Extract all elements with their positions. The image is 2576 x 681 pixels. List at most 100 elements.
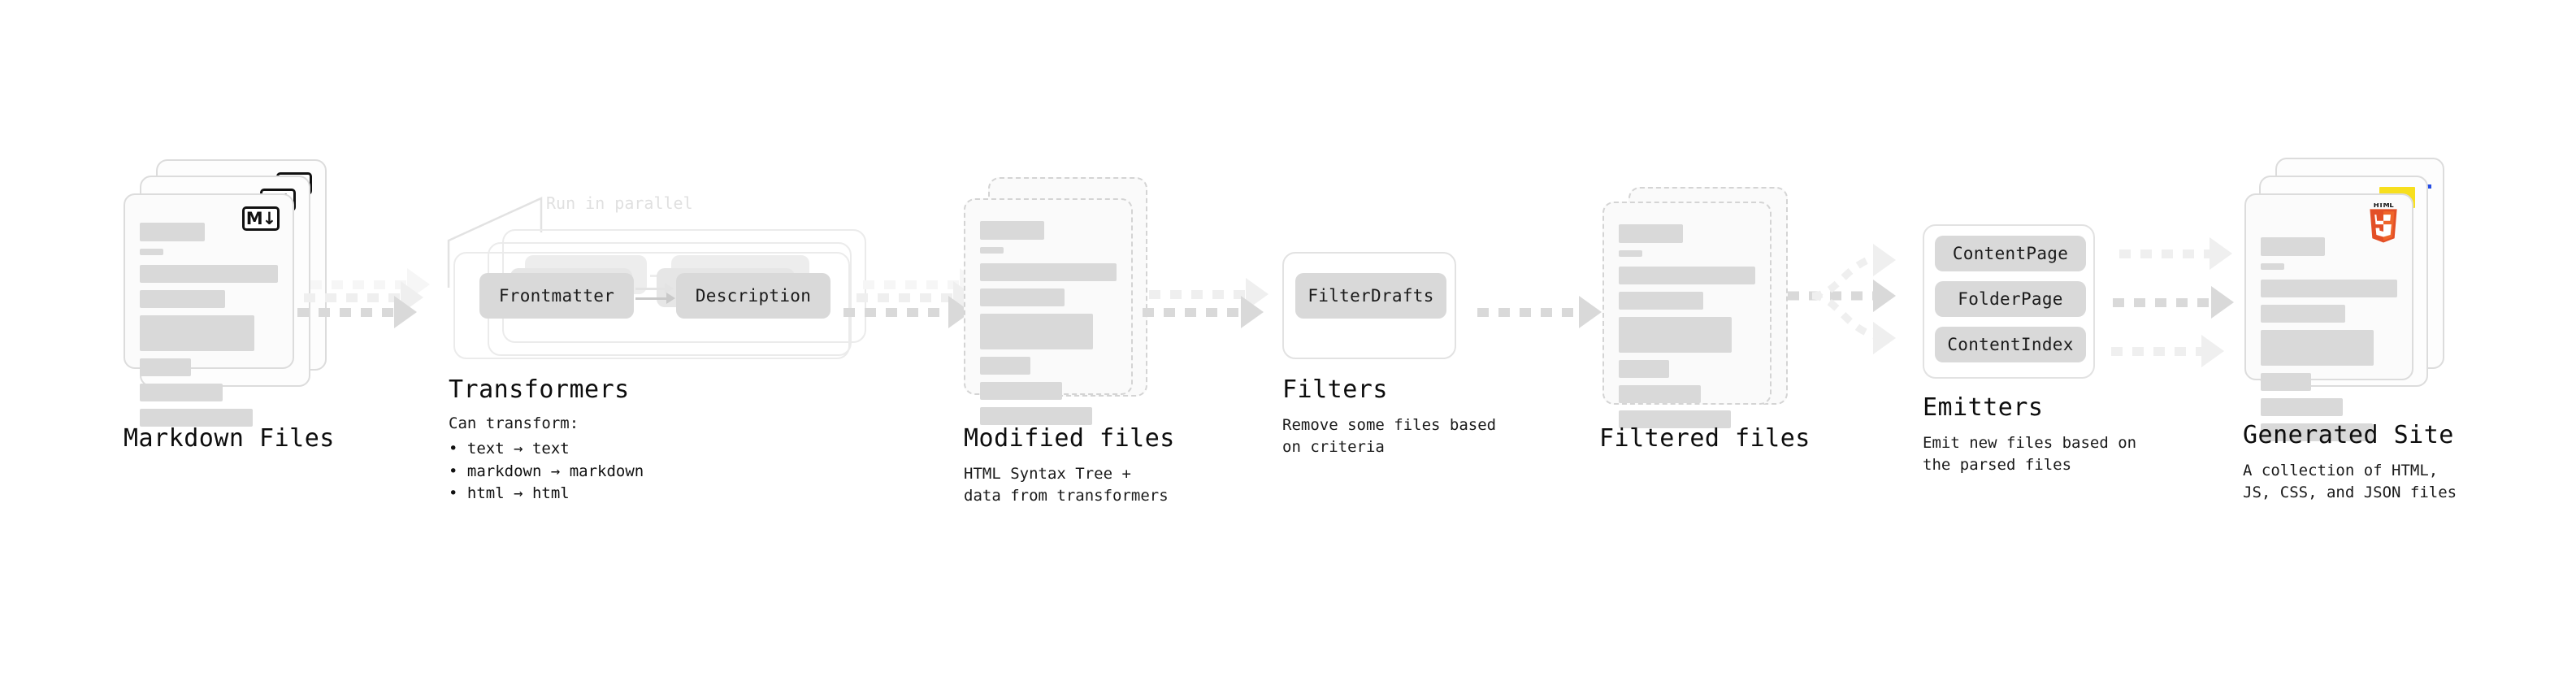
content-line bbox=[2261, 305, 2346, 323]
arrow-shaft bbox=[843, 307, 949, 317]
filtered-card-front[interactable] bbox=[1602, 202, 1772, 428]
transformers-bullets: • text → text • markdown → markdown • ht… bbox=[449, 438, 644, 505]
content-line bbox=[980, 382, 1062, 400]
transformers-heading: Transformers bbox=[449, 375, 630, 404]
arrow-head bbox=[665, 283, 674, 294]
emitters-group: ContentPage FolderPage ContentIndex bbox=[1923, 224, 2095, 379]
arrow-shaft bbox=[2119, 249, 2210, 258]
arrow-shaft bbox=[635, 297, 666, 300]
filters-sub: Remove some files based on criteria bbox=[1282, 416, 1497, 456]
markdown-card-front[interactable]: M↓ bbox=[124, 193, 294, 427]
markdown-badge-label: M↓ bbox=[242, 206, 280, 231]
emitters-sub: Emit new files based on the parsed files bbox=[1923, 434, 2137, 474]
arrow-md-to-transformers bbox=[297, 296, 427, 328]
arrow-shaft bbox=[1149, 289, 1247, 299]
arrow-filters-to-filtered bbox=[1477, 296, 1615, 328]
generated-site-sub: A collection of HTML, JS, CSS, and JSON … bbox=[2243, 462, 2457, 501]
content-line bbox=[1619, 385, 1701, 403]
filtered-files-label: Filtered files bbox=[1599, 424, 1811, 453]
modified-card-content bbox=[980, 221, 1117, 432]
emitter-node-label: ContentIndex bbox=[1947, 335, 2074, 354]
content-line bbox=[140, 249, 163, 255]
html5-logo: HTML bbox=[2370, 201, 2397, 243]
content-line bbox=[2261, 330, 2374, 366]
content-line bbox=[140, 358, 191, 376]
arrow-emitters-to-site-top bbox=[2119, 237, 2249, 270]
arrow-shaft bbox=[2111, 346, 2202, 356]
content-line bbox=[140, 223, 205, 241]
filtered-files-heading: Filtered files bbox=[1599, 424, 1811, 453]
content-line bbox=[2261, 237, 2325, 256]
content-line bbox=[980, 221, 1044, 240]
site-card-front-html[interactable]: HTML bbox=[2244, 193, 2413, 441]
arrow-shaft bbox=[856, 293, 954, 302]
emitters-heading: Emitters bbox=[1923, 393, 2044, 422]
transformer-node-label: Description bbox=[695, 286, 812, 306]
emitter-node-label: FolderPage bbox=[1958, 289, 2063, 309]
arrow-head bbox=[2201, 335, 2224, 367]
arrow-shaft bbox=[863, 280, 961, 289]
arrow-fanout-mid-head bbox=[1873, 280, 1896, 312]
markdown-files-label: Markdown Files bbox=[124, 424, 335, 453]
html5-icon: HTML bbox=[2365, 201, 2402, 249]
content-line bbox=[140, 290, 226, 308]
filters-heading: Filters bbox=[1282, 375, 1388, 404]
arrow-filtered-to-emitters-fanout bbox=[1788, 253, 1879, 340]
content-line bbox=[140, 265, 278, 283]
generated-site-heading: Generated Site bbox=[2243, 421, 2454, 449]
content-line bbox=[1619, 250, 1642, 257]
modified-card-front[interactable] bbox=[964, 198, 1133, 425]
transformers-label: Transformers Can transform: • text → tex… bbox=[449, 375, 644, 505]
arrow-head bbox=[1873, 244, 1896, 276]
emitter-node-contentpage[interactable]: ContentPage bbox=[1935, 236, 2086, 271]
filter-node-filterdrafts[interactable]: FilterDrafts bbox=[1295, 273, 1446, 319]
filters-group: FilterDrafts bbox=[1282, 252, 1456, 359]
arrow-head bbox=[2210, 237, 2232, 270]
arrow-shaft bbox=[635, 287, 665, 290]
run-in-parallel-label: Run in parallel bbox=[546, 193, 693, 213]
arrow-shaft bbox=[310, 280, 408, 289]
transformer-node-description[interactable]: Description bbox=[676, 273, 830, 319]
content-line bbox=[980, 314, 1094, 349]
content-line bbox=[2261, 373, 2312, 391]
transformers-bullet: • text → text bbox=[449, 439, 570, 458]
content-line bbox=[1619, 267, 1755, 284]
transformers-sub: Can transform: bbox=[449, 414, 579, 432]
arrow-shaft bbox=[2113, 297, 2212, 307]
arrow-fanout-bottom-head bbox=[1873, 322, 1896, 354]
content-line bbox=[2261, 280, 2397, 297]
content-line bbox=[1619, 292, 1704, 310]
site-card-content bbox=[2261, 237, 2397, 449]
transformer-node-frontmatter[interactable]: Frontmatter bbox=[479, 273, 634, 319]
arrow-head bbox=[1873, 280, 1896, 312]
arrow-transformers-to-modified bbox=[843, 296, 974, 328]
content-line bbox=[980, 288, 1065, 306]
content-line bbox=[980, 247, 1004, 254]
arrow-emitters-to-site bbox=[2113, 286, 2243, 319]
markdown-files-heading: Markdown Files bbox=[124, 424, 335, 453]
transformers-bullet: • markdown → markdown bbox=[449, 462, 644, 480]
arrow-emitters-to-site-bottom bbox=[2111, 335, 2241, 367]
arrow-modified-to-filters bbox=[1143, 296, 1273, 328]
transformer-inner-arrow-ghost bbox=[635, 283, 674, 294]
run-in-parallel-connector bbox=[447, 197, 543, 288]
content-line bbox=[1619, 410, 1731, 428]
transformer-node-label: Frontmatter bbox=[498, 286, 615, 306]
filters-label: Filters Remove some files based on crite… bbox=[1282, 375, 1496, 458]
arrow-head bbox=[666, 293, 675, 304]
generated-site-label: Generated Site A collection of HTML, JS,… bbox=[2243, 421, 2457, 504]
arrow-shaft bbox=[1143, 307, 1242, 317]
emitter-node-folderpage[interactable]: FolderPage bbox=[1935, 281, 2086, 317]
filter-node-label: FilterDrafts bbox=[1308, 286, 1434, 306]
filtered-card-content bbox=[1619, 224, 1755, 436]
modified-files-label: Modified files HTML Syntax Tree + data f… bbox=[964, 424, 1175, 507]
content-line bbox=[2261, 423, 2373, 441]
content-line bbox=[980, 263, 1117, 281]
markdown-card-content bbox=[140, 223, 278, 434]
transformer-inner-arrow bbox=[635, 293, 675, 304]
emitter-node-contentindex[interactable]: ContentIndex bbox=[1935, 327, 2086, 362]
modified-files-heading: Modified files bbox=[964, 424, 1175, 453]
markdown-icon: M↓ bbox=[242, 206, 280, 231]
arrow-shaft bbox=[304, 293, 401, 302]
